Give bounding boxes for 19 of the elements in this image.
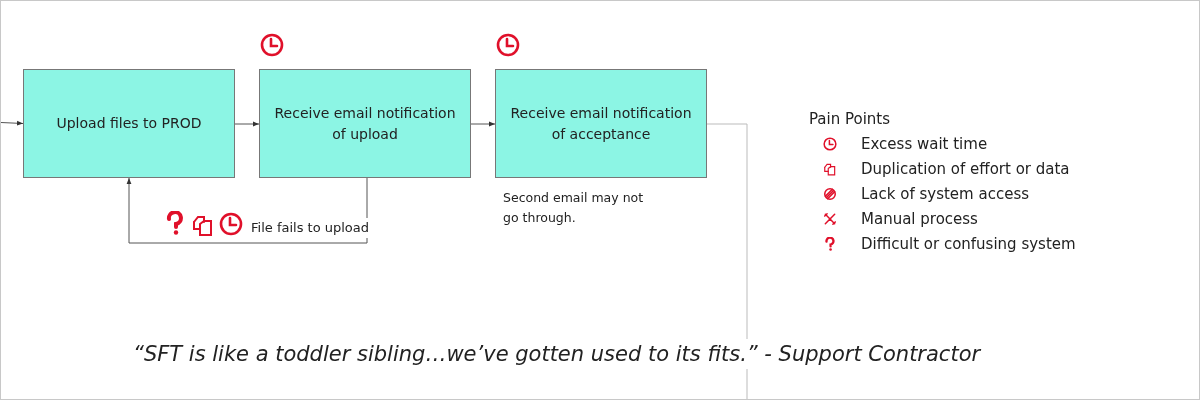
process-box — [259, 69, 471, 178]
legend-text: Lack of system access — [861, 184, 1030, 204]
edge-label: File fails to upload — [251, 218, 369, 238]
legend-text: Difficult or confusing system — [861, 234, 1076, 254]
quote-text: “SFT is like a toddler sibling…we’ve gotten used to its fits.” - Support Contractor — [133, 339, 981, 369]
box-text: Receive email notification of acceptance — [509, 103, 693, 144]
arrow — [1, 120, 24, 126]
note-text: Second email may not go through. — [503, 189, 645, 227]
arrow — [234, 121, 260, 127]
legend-title: Pain Points — [809, 109, 891, 129]
process-box — [495, 69, 707, 178]
legend-text: Duplication of effort or data — [861, 159, 1070, 179]
arrow — [470, 121, 496, 127]
process-box — [23, 69, 235, 178]
arrow — [126, 177, 368, 244]
legend-text: Excess wait time — [861, 134, 988, 154]
legend-text: Manual process — [861, 209, 978, 229]
box-text: Receive email notification of upload — [273, 103, 457, 144]
box-text: Upload files to PROD — [56, 114, 202, 133]
